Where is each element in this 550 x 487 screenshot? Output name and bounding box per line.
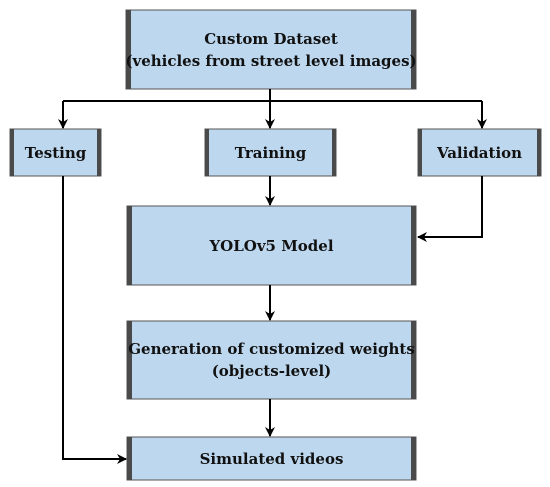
- box-videos: [126, 436, 417, 481]
- box-model: [126, 205, 417, 286]
- box-weights: [126, 320, 417, 400]
- arrow-testing-to-videos: [62, 176, 127, 464]
- box-training: [204, 128, 337, 177]
- arrow-validation-to-model: [417, 176, 483, 242]
- box-dataset: [125, 9, 417, 90]
- box-testing: [9, 128, 102, 177]
- box-validation: [417, 128, 542, 177]
